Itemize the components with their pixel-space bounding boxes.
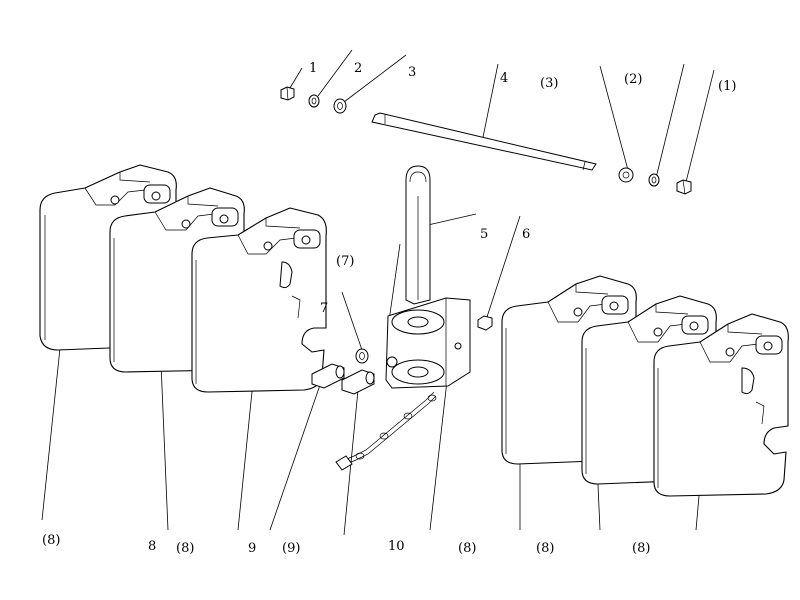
washer-7 bbox=[355, 348, 369, 364]
callout-labels: 1 2 3 4 (3) (2) (1) 5 6 (7) 7 (8) 8 (8) … bbox=[42, 61, 736, 556]
label-1: 1 bbox=[309, 61, 317, 76]
bottom-label-8-paren-4: (8) bbox=[536, 541, 554, 556]
flat-washer-3-right bbox=[618, 167, 634, 183]
bottom-label-10: 10 bbox=[388, 539, 405, 554]
bottom-label-9-paren: (9) bbox=[282, 541, 300, 556]
hitch-pin-5 bbox=[405, 165, 431, 305]
label-7-paren: (7) bbox=[336, 254, 354, 269]
retaining-chain bbox=[335, 391, 437, 471]
label-1-paren: (1) bbox=[718, 79, 736, 94]
label-2-paren: (2) bbox=[624, 72, 642, 87]
suitcase-weight-right-3 bbox=[653, 313, 789, 497]
bottom-label-8-paren-1: (8) bbox=[42, 533, 60, 548]
label-5: 5 bbox=[480, 227, 488, 242]
label-3-paren: (3) bbox=[540, 76, 558, 91]
flat-washer-3 bbox=[333, 98, 347, 114]
label-2: 2 bbox=[354, 61, 362, 76]
suitcase-weight-left-3 bbox=[191, 207, 327, 393]
label-7: 7 bbox=[320, 301, 328, 316]
pin-9-secondary bbox=[341, 369, 375, 395]
lock-washer-2 bbox=[308, 94, 320, 108]
hex-nut-1-right bbox=[676, 179, 692, 195]
long-rod-4 bbox=[371, 112, 597, 171]
bottom-label-9: 9 bbox=[248, 541, 256, 556]
pin-9 bbox=[311, 363, 345, 389]
label-3: 3 bbox=[408, 65, 416, 80]
label-4: 4 bbox=[500, 71, 508, 86]
label-6: 6 bbox=[522, 227, 530, 242]
hex-nut-6 bbox=[477, 315, 493, 331]
hitch-bracket-10 bbox=[385, 297, 471, 389]
hex-nut-1 bbox=[280, 86, 295, 101]
bottom-label-8-paren-2: (8) bbox=[176, 541, 194, 556]
bottom-label-8-paren-3: (8) bbox=[458, 541, 476, 556]
bottom-label-8-paren-5: (8) bbox=[632, 541, 650, 556]
lock-washer-2-right bbox=[648, 173, 660, 187]
bottom-label-8: 8 bbox=[148, 539, 156, 554]
